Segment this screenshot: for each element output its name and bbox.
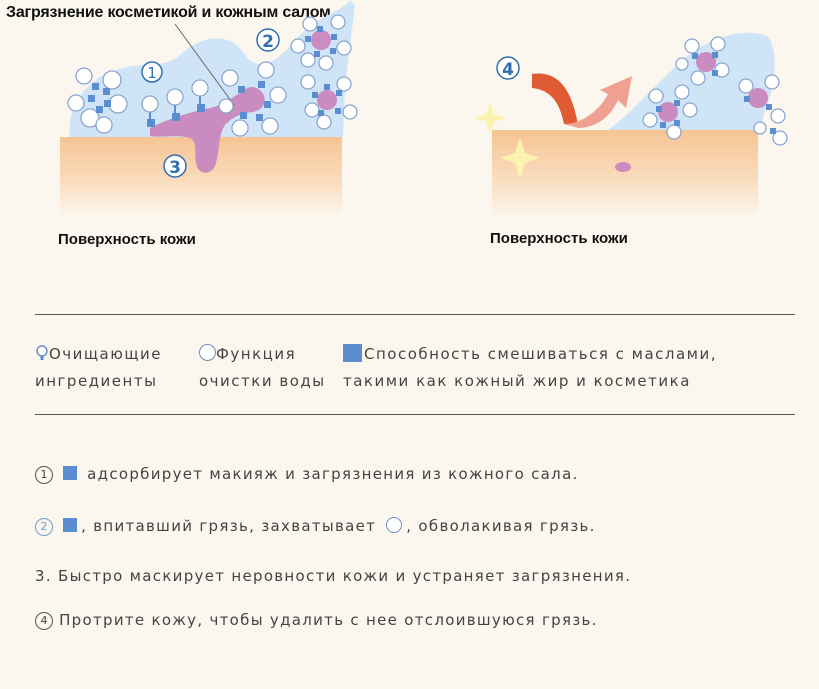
dirt-blob	[150, 88, 265, 173]
legend-water-line1: Функция	[216, 345, 297, 363]
legend-oil-line2: такими как кожный жир и косметика	[343, 372, 691, 390]
right-diagram: 4	[474, 32, 788, 218]
square-icon	[343, 344, 362, 362]
marker-4: 4	[496, 56, 520, 80]
molecule-cluster-right-2	[642, 84, 698, 140]
step-3-text: 3. Быстро маскирует неровности кожи и ус…	[35, 567, 632, 585]
legend-item-water: Функция очистки воды	[199, 341, 326, 395]
sparkle-icon	[474, 102, 506, 134]
dirt-spot	[615, 162, 631, 172]
legend-item-oil: Способность смешиваться с маслами, таким…	[343, 341, 717, 395]
pointer-line	[174, 23, 235, 106]
legend-cleansing-line1: Очищающие	[49, 345, 162, 363]
molecule-top	[290, 14, 352, 71]
step-4-text: Протрите кожу, чтобы удалить с нее отсло…	[59, 611, 598, 629]
step-2-number: 2	[35, 518, 53, 536]
step-1-number: 1	[35, 466, 53, 484]
water-layer	[69, 0, 356, 137]
step-4-number: 4	[35, 612, 53, 630]
marker-3: 3	[163, 154, 187, 178]
molecule-cluster-right-3	[738, 74, 788, 146]
wipe-arrow-light	[564, 76, 632, 128]
legend-item-cleansing: Очищающие ингредиенты	[35, 341, 162, 395]
step-1: 1 адсорбирует макияж и загрязнения из ко…	[35, 465, 579, 484]
svg-text:2: 2	[262, 32, 274, 52]
diagram-title: Загрязнение косметикой и кожным салом	[6, 4, 331, 21]
step-4: 4 Протрите кожу, чтобы удалить с нее отс…	[35, 611, 598, 630]
molecule-around-dirt	[218, 61, 287, 137]
right-skin-label: Поверхность кожи	[490, 230, 628, 247]
pin-icon	[36, 345, 48, 360]
molecule-cluster-right	[675, 36, 730, 86]
square-icon	[63, 518, 78, 532]
left-skin-label: Поверхность кожи	[58, 231, 196, 248]
left-diagram: 1 2 3	[60, 0, 358, 217]
circle-icon	[386, 517, 403, 533]
marker-1: 1	[141, 61, 163, 83]
step-3: 3. Быстро маскирует неровности кожи и ус…	[35, 567, 631, 585]
legend-oil-line1: Способность смешиваться с маслами,	[364, 345, 718, 363]
step-1-text: адсорбирует макияж и загрязнения из кожн…	[87, 465, 579, 483]
svg-text:4: 4	[502, 60, 514, 80]
molecule-right	[300, 74, 358, 130]
skin-layer-right	[492, 130, 758, 218]
legend-cleansing-line2: ингредиенты	[35, 372, 158, 390]
wipe-arrow-dark	[532, 73, 578, 124]
sparkle-icon-2	[500, 138, 540, 178]
divider-top	[35, 314, 795, 315]
svg-text:3: 3	[169, 158, 181, 178]
molecule-cluster-left	[67, 67, 128, 134]
step-2-text-a: , впитавший грязь, захватывает	[81, 517, 377, 535]
divider-bottom	[35, 414, 795, 415]
marker-2: 2	[256, 28, 280, 52]
svg-text:1: 1	[147, 64, 157, 82]
step-2: 2 , впитавший грязь, захватывает , обвол…	[35, 517, 596, 536]
legend-water-line2: очистки воды	[199, 372, 326, 390]
circle-icon	[199, 344, 216, 361]
square-icon	[63, 466, 78, 480]
step-2-text-b: , обволакивая грязь.	[406, 517, 596, 535]
